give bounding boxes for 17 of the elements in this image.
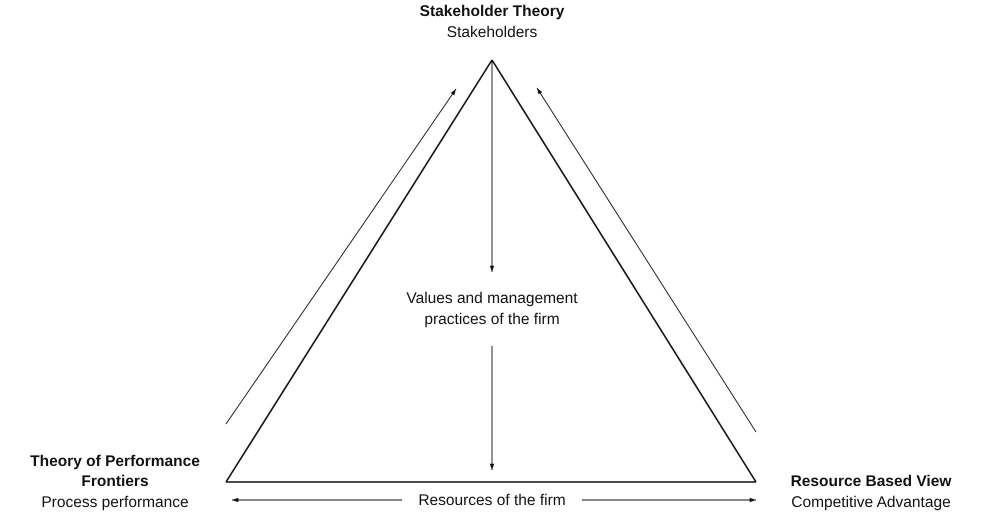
theory-heading: Stakeholder Theory xyxy=(420,2,564,22)
node-label: Process performance xyxy=(41,493,189,513)
node-label: Resources of the firm xyxy=(418,490,566,510)
arrow xyxy=(226,88,456,424)
theory-heading: Resource Based View xyxy=(790,472,952,492)
triangle-side xyxy=(491,60,757,482)
node-label: Stakeholders xyxy=(446,23,538,43)
arrow xyxy=(582,498,756,502)
arrow xyxy=(536,88,756,432)
arrow xyxy=(232,498,402,502)
triangle-side xyxy=(226,481,756,483)
theory-heading: Theory of Performance Frontiers xyxy=(29,452,201,492)
node-label: Competitive Advantage xyxy=(791,493,951,513)
node-label: Values and management practices of the firm xyxy=(405,289,579,330)
arrow xyxy=(490,60,494,272)
arrow xyxy=(490,346,494,470)
triangle-side xyxy=(225,60,493,482)
